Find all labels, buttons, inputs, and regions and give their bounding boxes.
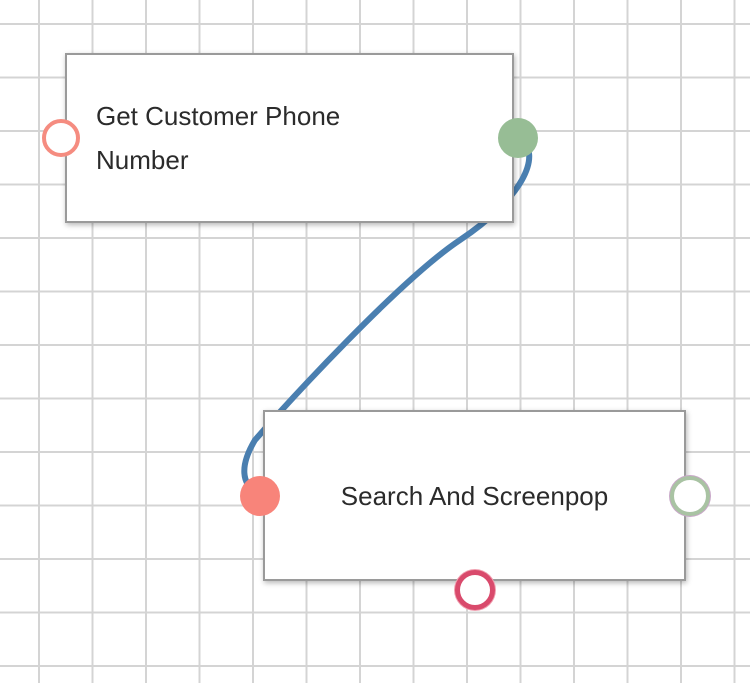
output-port-search-and-screenpop[interactable] — [670, 476, 710, 516]
node-label: Search And Screenpop — [340, 480, 609, 511]
node-search-and-screenpop[interactable]: Search And Screenpop — [263, 410, 686, 581]
node-get-customer-phone-number[interactable]: Get Customer Phone Number — [65, 53, 514, 223]
node-label: Get Customer Phone Number — [96, 101, 341, 175]
input-port-get-customer-phone-number[interactable] — [42, 119, 80, 157]
input-port-search-and-screenpop[interactable] — [240, 476, 280, 516]
output-port-get-customer-phone-number[interactable] — [498, 118, 538, 158]
error-port-search-and-screenpop[interactable] — [455, 570, 495, 610]
